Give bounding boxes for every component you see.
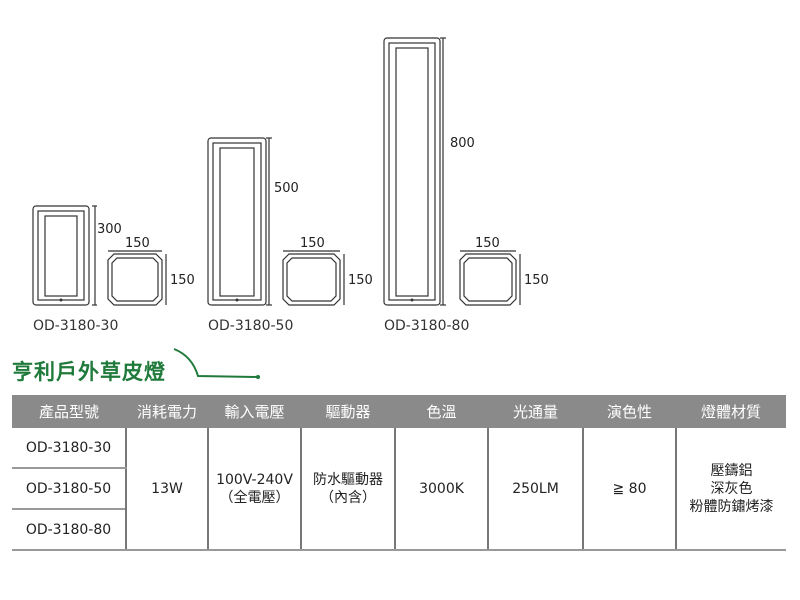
model-caption-80: OD-3180-80 (384, 318, 470, 334)
model-caption-50: OD-3180-50 (208, 318, 294, 334)
lumen-cell: 250LM (487, 428, 583, 551)
material-line: 深灰色 (710, 480, 753, 497)
height-label-30: 300 (97, 222, 122, 237)
voltage-range: 100V-240V (216, 471, 293, 488)
lamp-drawing-50 (207, 137, 272, 306)
width-label-30: 150 (125, 236, 150, 251)
top-view-30 (107, 250, 167, 306)
header-material: 燈體材質 (676, 395, 786, 428)
cri-cell: ≧ 80 (582, 428, 676, 551)
material-line: 粉體防鏽烤漆 (689, 498, 774, 515)
depth-label-30: 150 (170, 273, 195, 288)
height-label-80: 800 (450, 136, 475, 151)
material-line: 壓鑄鋁 (710, 462, 753, 479)
table-row: OD-3180-50 (12, 468, 786, 510)
header-power: 消耗電力 (126, 395, 208, 428)
height-label-50: 500 (274, 181, 299, 196)
cct-cell: 3000K (394, 428, 488, 551)
voltage-cell: 100V-240V（全電壓） (207, 428, 301, 551)
model-caption-30: OD-3180-30 (33, 318, 119, 334)
model-cell: OD-3180-50 (12, 468, 126, 510)
product-drawings (32, 37, 521, 306)
header-voltage: 輸入電壓 (208, 395, 301, 428)
model-cell: OD-3180-80 (12, 509, 126, 551)
table-row: OD-3180-80 (12, 509, 786, 551)
material-cell: 壓鑄鋁深灰色粉體防鏽烤漆 (675, 428, 786, 551)
header-lumen: 光通量 (488, 395, 583, 428)
driver-cell: 防水驅動器（內含） (300, 428, 395, 551)
table-row: OD-3180-30 13W 100V-240V（全電壓） 防水驅動器（內含） … (12, 428, 786, 551)
width-label-80: 150 (475, 236, 500, 251)
model-cell: OD-3180-30 (12, 428, 126, 469)
product-title: 亨利戶外草皮燈 (12, 360, 166, 384)
driver-note: （內含） (320, 489, 376, 506)
title-swoosh-decoration (173, 348, 260, 379)
header-model: 產品型號 (12, 395, 126, 428)
depth-label-80: 150 (524, 273, 549, 288)
power-cell: 13W (125, 428, 208, 551)
lamp-drawing-80 (383, 37, 446, 306)
header-cct: 色溫 (395, 395, 488, 428)
voltage-note: （全電壓） (219, 489, 290, 506)
spec-table: 產品型號 消耗電力 輸入電壓 驅動器 色溫 光通量 演色性 燈體材質 OD-31… (12, 395, 786, 551)
width-label-50: 150 (300, 236, 325, 251)
table-header-row: 產品型號 消耗電力 輸入電壓 驅動器 色溫 光通量 演色性 燈體材質 (12, 395, 786, 428)
driver-type: 防水驅動器 (313, 471, 383, 488)
header-cri: 演色性 (583, 395, 676, 428)
top-view-80 (459, 250, 521, 306)
header-driver: 驅動器 (301, 395, 395, 428)
lamp-drawing-30 (32, 205, 97, 306)
depth-label-50: 150 (348, 273, 373, 288)
top-view-50 (282, 250, 345, 306)
